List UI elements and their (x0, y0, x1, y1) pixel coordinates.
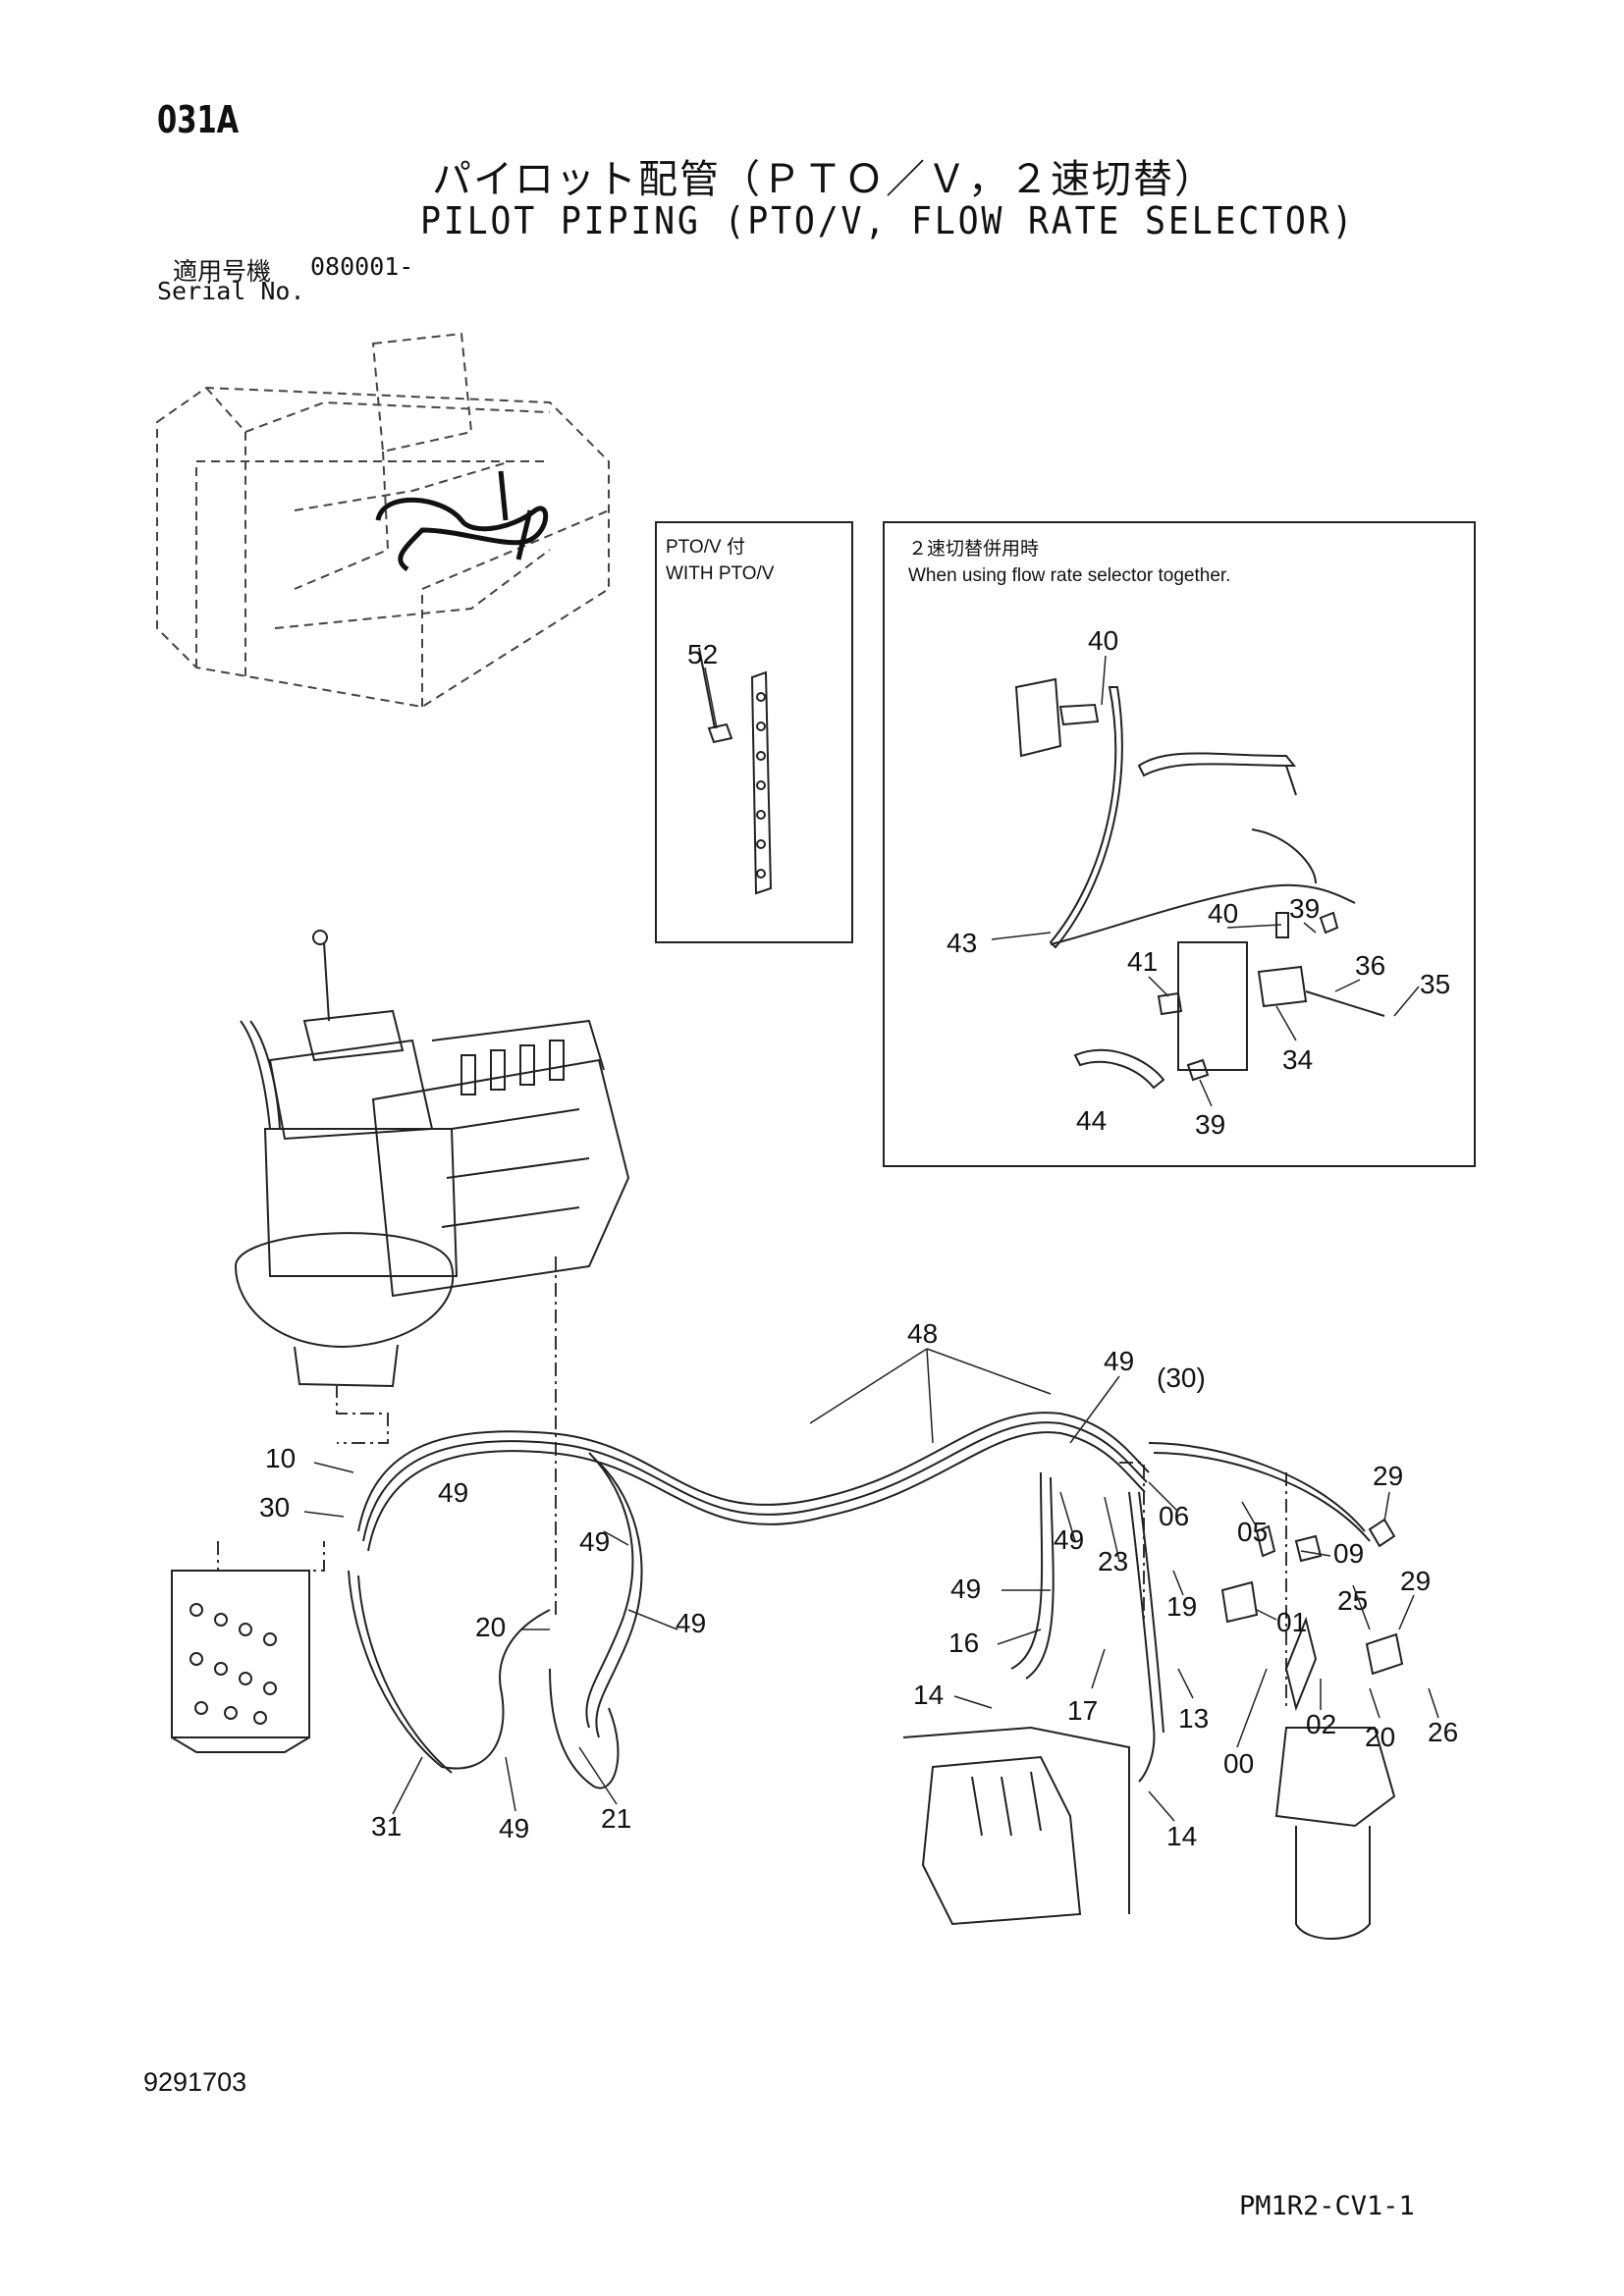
pto-inset-label: PTO/V 付 (666, 536, 745, 558)
callout-16: 16 (948, 1628, 979, 1658)
callout-17: 17 (1067, 1695, 1098, 1726)
swing-motor-drawing (234, 930, 459, 1388)
callout-21: 21 (601, 1803, 631, 1834)
callout-41: 41 (1127, 946, 1158, 977)
callout-23: 23 (1098, 1546, 1128, 1576)
pto-valve-block-drawing (698, 647, 773, 895)
callout-00: 00 (1223, 1748, 1254, 1779)
callout-06: 06 (1159, 1501, 1189, 1531)
callout-48: 48 (907, 1318, 938, 1349)
callout-44: 44 (1076, 1105, 1107, 1136)
callout-31: 31 (371, 1811, 402, 1842)
callout-34: 34 (1282, 1044, 1313, 1075)
control-valve-drawing (371, 1019, 630, 1298)
callout-49: 49 (950, 1574, 981, 1604)
fitting-drawing (1220, 1518, 1404, 1712)
callout-leader-lines (303, 655, 1439, 1822)
callout-49: 49 (438, 1477, 468, 1508)
callout-01: 01 (1276, 1607, 1307, 1637)
callout-40: 40 (1208, 898, 1238, 929)
flow-selector-inset-frame (883, 521, 1476, 1167)
serial-label: Serial No. (157, 277, 305, 305)
flow-selector-inset-label-en: When using flow rate selector together. (908, 565, 1230, 586)
callout-49: 49 (1054, 1524, 1084, 1555)
pilot-valve-drawing (171, 1570, 310, 1753)
document-number: 9291703 (143, 2067, 247, 2097)
callout-29: 29 (1373, 1461, 1403, 1491)
callout-26: 26 (1428, 1717, 1458, 1747)
callout-05: 05 (1237, 1517, 1268, 1547)
callout-19: 19 (1166, 1591, 1197, 1622)
machine-outline-drawing (156, 332, 610, 709)
pto-inset-frame (655, 521, 853, 943)
serial-number: 080001- (310, 252, 414, 281)
callout-52: 52 (687, 639, 718, 669)
callout-49: 49 (1104, 1346, 1134, 1376)
callout-39: 39 (1195, 1109, 1225, 1140)
callout-43: 43 (947, 928, 977, 958)
callout-30-paren: (30) (1157, 1362, 1206, 1393)
callout-20: 20 (1365, 1722, 1395, 1752)
selector-valve-drawing (902, 1726, 1130, 1926)
pilot-hose-drawing (348, 1412, 1371, 1789)
callout-14: 14 (1166, 1821, 1197, 1851)
page-title-japanese: パイロット配管（ＰＴＯ／Ｖ，２速切替） (432, 157, 1216, 202)
page-title: PILOT PIPING (PTO/V, FLOW RATE SELECTOR) (420, 199, 1356, 242)
callout-36: 36 (1355, 950, 1385, 981)
pto-inset-label-en: WITH PTO/V (666, 563, 775, 584)
callout-49: 49 (676, 1608, 706, 1638)
serial-label-japanese: 適用号機 (173, 257, 272, 286)
callout-49: 49 (579, 1526, 610, 1557)
callout-09: 09 (1333, 1538, 1364, 1569)
accumulator-drawing (1274, 1727, 1396, 1940)
callout-35: 35 (1420, 969, 1450, 999)
callout-39: 39 (1289, 893, 1320, 924)
callout-10: 10 (265, 1443, 296, 1473)
callout-20: 20 (475, 1612, 506, 1642)
callout-49: 49 (499, 1813, 529, 1843)
callout-29: 29 (1400, 1566, 1431, 1596)
page-reference: PM1R2-CV1-1 (1239, 2191, 1415, 2221)
flow-selector-inset-label: ２速切替併用時 (908, 538, 1039, 560)
page-code: 031A (157, 98, 240, 141)
flow-selector-drawing (1014, 677, 1385, 1090)
callout-02: 02 (1306, 1709, 1336, 1739)
callout-13: 13 (1178, 1703, 1209, 1734)
callout-40: 40 (1088, 625, 1118, 656)
harness-drawing (375, 470, 549, 572)
callout-14: 14 (913, 1680, 944, 1710)
callout-30: 30 (259, 1492, 290, 1522)
